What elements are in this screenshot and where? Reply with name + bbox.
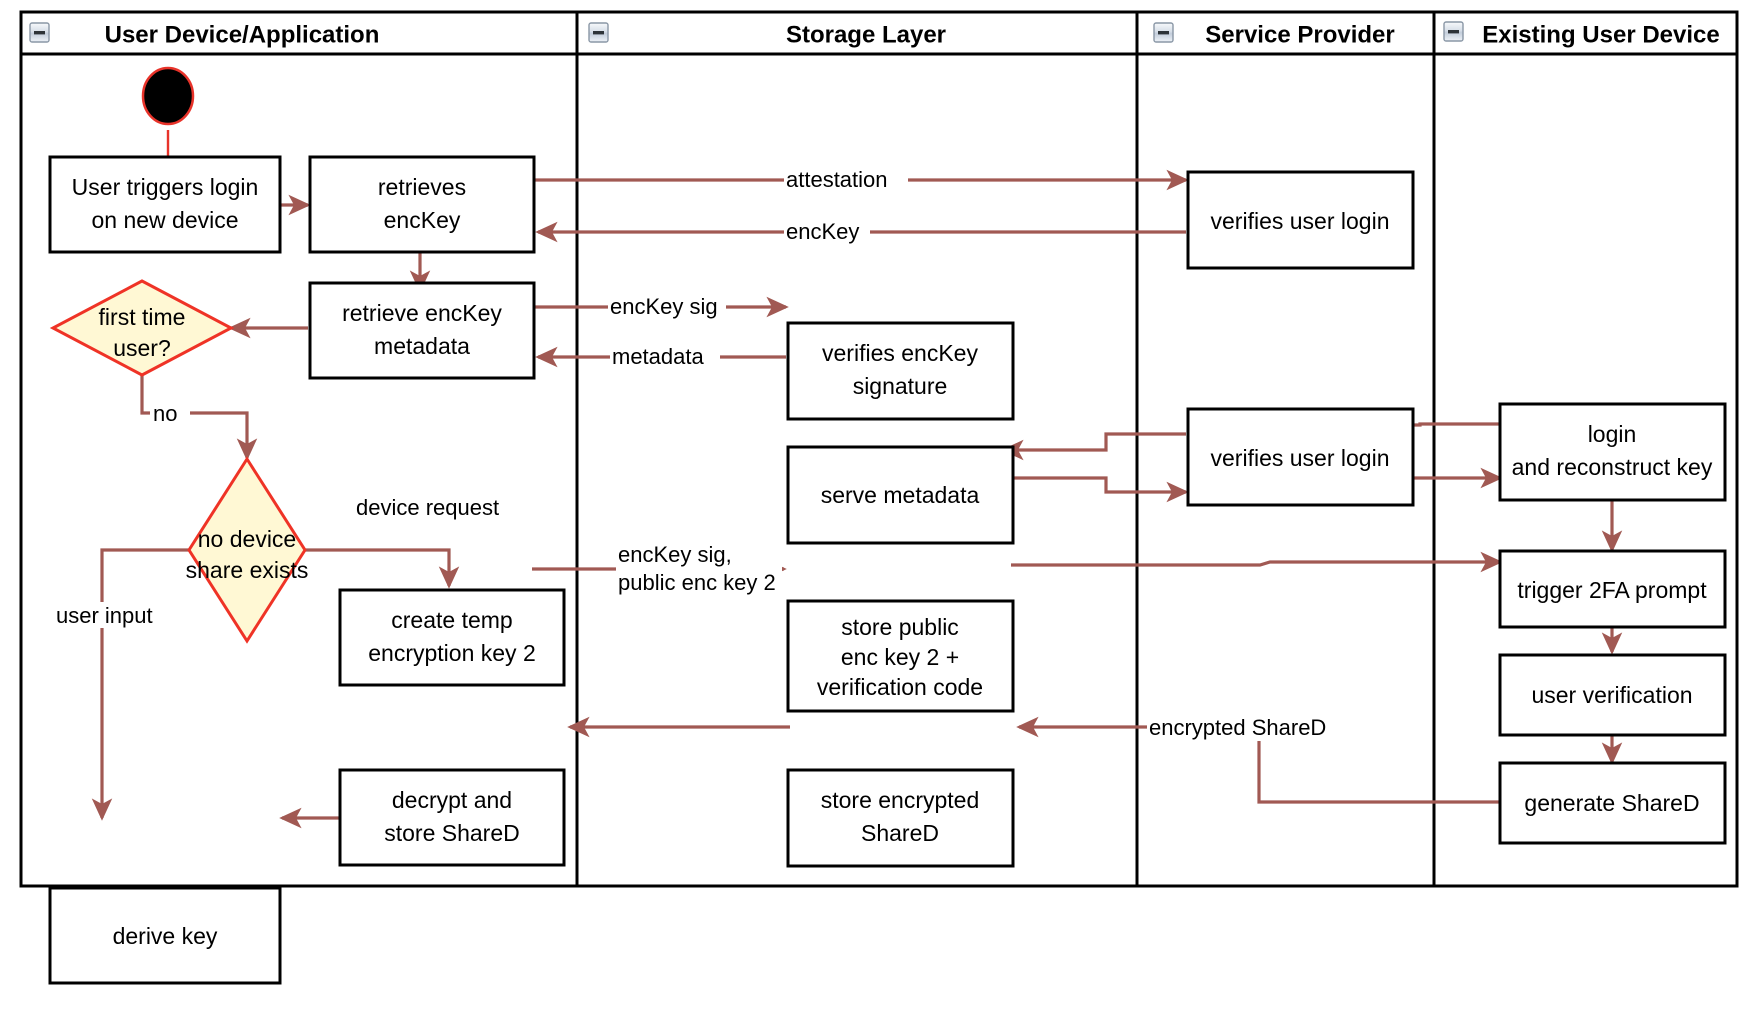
lane-title-storage: Storage Layer: [786, 21, 946, 48]
node-label-line: on new device: [91, 207, 238, 233]
minus-box-icon[interactable]: [588, 22, 609, 43]
node-label-line: store ShareD: [384, 820, 520, 846]
edge-label-enckey-sig: encKey sig: [610, 294, 718, 319]
node-label-line: retrieves: [378, 174, 466, 200]
lane-title-user-device: User Device/Application: [105, 21, 380, 48]
edge-label-enckey-sig-public-2: public enc key 2: [618, 570, 776, 595]
node-label-line: ShareD: [861, 820, 939, 846]
edge-serve-metadata-in: [1001, 432, 1186, 461]
node-trigger-2fa-prompt[interactable]: trigger 2FA prompt: [1498, 549, 1727, 629]
flow-edges: no device share exists --> derive key --…: [91, 130, 1623, 829]
node-label-line: user verification: [1531, 682, 1692, 708]
edge-encrypted-shared: [1016, 716, 1500, 804]
node-label-line: login: [1588, 421, 1637, 447]
node-login-and-reconstruct-key[interactable]: login and reconstruct key: [1498, 402, 1727, 502]
node-label-line: retrieve encKey: [342, 300, 502, 326]
edge-store-public-to-trigger-2fa: [1011, 551, 1503, 573]
node-derive-key[interactable]: derive key: [48, 886, 282, 985]
node-initial: [141, 66, 195, 126]
edge-label-device-request: device request: [356, 495, 499, 520]
node-label-line: verifies encKey: [822, 340, 978, 366]
edge-label-enckey: encKey: [786, 219, 859, 244]
node-label-line: verification code: [817, 674, 983, 700]
node-label-line: verifies user login: [1211, 445, 1390, 471]
edge-label-enckey-sig-public-1: encKey sig,: [618, 542, 732, 567]
lane-header-storage[interactable]: Storage Layer: [588, 21, 946, 48]
edge-label-user-input: user input: [56, 603, 153, 628]
node-user-triggers-login[interactable]: User triggers login on new device: [48, 155, 282, 254]
node-label-line: signature: [853, 373, 948, 399]
lane-header-service[interactable]: Service Provider: [1153, 21, 1395, 48]
node-verifies-user-login-mid[interactable]: verifies user login: [1186, 407, 1415, 507]
node-store-public-enc-key[interactable]: store public enc key 2 + verification co…: [786, 599, 1015, 713]
lane-header-user-device[interactable]: User Device/Application: [29, 21, 380, 48]
node-verifies-user-login-top[interactable]: verifies user login: [1186, 170, 1415, 270]
node-label-line: first time: [99, 304, 186, 330]
edge-label-metadata: metadata: [612, 344, 704, 369]
node-serve-metadata[interactable]: serve metadata: [786, 445, 1015, 545]
lane-title-service: Service Provider: [1205, 21, 1394, 48]
edge-device-request: [304, 548, 460, 589]
lane-title-existing-device: Existing User Device: [1482, 21, 1719, 48]
node-decrypt-and-store-shared[interactable]: decrypt and store ShareD: [338, 768, 566, 867]
edge-label-no: no: [153, 401, 177, 426]
node-label-line: derive key: [113, 923, 218, 949]
node-label-line: encKey: [384, 207, 461, 233]
node-verifies-enckey-signature[interactable]: verifies encKey signature: [786, 321, 1015, 421]
minus-box-icon[interactable]: [29, 22, 50, 43]
node-label-line: verifies user login: [1211, 208, 1390, 234]
node-retrieve-enckey-metadata[interactable]: retrieve encKey metadata: [308, 281, 536, 380]
node-label-line: generate ShareD: [1524, 790, 1699, 816]
edge-labels: attestation encKey encKey sig metadata n…: [54, 166, 1337, 741]
lane-header-existing-device[interactable]: Existing User Device: [1443, 21, 1720, 48]
edge-no-branch: [140, 375, 258, 461]
node-label-line: decrypt and: [392, 787, 512, 813]
node-label-line: enc key 2 +: [841, 644, 959, 670]
node-first-time-user-decision[interactable]: first time user?: [49, 279, 235, 377]
node-create-temp-encryption-key[interactable]: create temp encryption key 2: [338, 588, 566, 687]
node-user-verification[interactable]: user verification: [1498, 653, 1727, 737]
node-label-line: user?: [113, 335, 171, 361]
node-label-line: and reconstruct key: [1512, 454, 1713, 480]
edge-label-attestation: attestation: [786, 167, 888, 192]
node-label-line: store encrypted: [821, 787, 980, 813]
node-label-line: trigger 2FA prompt: [1517, 577, 1707, 603]
node-no-device-share-decision[interactable]: no device share exists: [186, 456, 309, 644]
node-label-line: store public: [841, 614, 959, 640]
edge-serve-metadata-out: [1004, 476, 1189, 503]
edge-user-input: [91, 548, 189, 821]
node-store-encrypted-shared[interactable]: store encrypted ShareD: [786, 768, 1015, 868]
node-label-line: encryption key 2: [368, 640, 535, 666]
node-label-line: User triggers login: [72, 174, 259, 200]
node-retrieves-enckey[interactable]: retrieves encKey: [308, 155, 536, 254]
node-label-line: metadata: [374, 333, 470, 359]
node-label-line: create temp: [391, 607, 512, 633]
node-label-line: share exists: [186, 557, 309, 583]
node-label-line: no device: [198, 526, 296, 552]
minus-box-icon[interactable]: [1443, 21, 1464, 42]
node-generate-shared[interactable]: generate ShareD: [1498, 761, 1727, 845]
minus-box-icon[interactable]: [1153, 22, 1174, 43]
node-label-line: serve metadata: [821, 482, 980, 508]
edge-label-encrypted-shared: encrypted ShareD: [1149, 715, 1326, 740]
